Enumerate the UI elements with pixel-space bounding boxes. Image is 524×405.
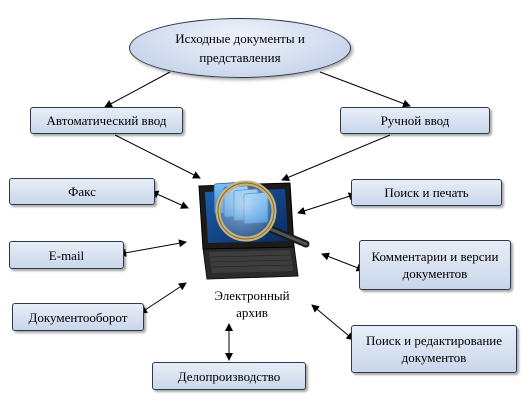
fax-node: Факс	[9, 178, 155, 205]
arrow-source-to-auto	[104, 71, 171, 108]
manual-input-node: Ручной ввод	[340, 107, 490, 134]
records-management-label: Делопроизводство	[177, 368, 281, 384]
search-edit-node: Поиск и редактирование документов	[351, 325, 517, 373]
comments-versions-label: Комментарии и версии документов	[371, 249, 499, 281]
arrow-docflow	[139, 282, 187, 314]
email-label: E-mail	[48, 247, 85, 263]
docflow-node: Документооборот	[12, 303, 144, 331]
electronic-archive-label: Электронный архив	[214, 288, 290, 320]
source-documents-node: Исходные документы и представления	[129, 18, 351, 78]
arrow-fax	[150, 190, 189, 209]
docflow-label: Документооборот	[28, 309, 128, 325]
source-documents-label: Исходные документы и представления	[175, 31, 305, 65]
search-edit-label: Поиск и редактирование документов	[365, 333, 503, 365]
records-management-node: Делопроизводство	[152, 362, 306, 390]
fax-label: Факс	[68, 184, 96, 199]
arrow-search-print	[297, 192, 357, 215]
email-node: E-mail	[9, 241, 124, 269]
search-print-node: Поиск и печать	[351, 179, 502, 206]
auto-input-node: Автоматический ввод	[30, 107, 183, 134]
arrow-comments	[321, 252, 365, 272]
arrow-manual-to-archive	[281, 134, 391, 181]
arrow-search-edit	[311, 304, 355, 341]
arrow-source-to-manual	[319, 71, 411, 108]
magnifier-icon	[215, 180, 310, 248]
manual-input-label: Ручной ввод	[380, 113, 450, 128]
laptop-archive-icon	[198, 180, 310, 280]
arrow-email	[118, 239, 187, 257]
arrow-auto-to-archive	[114, 134, 201, 179]
comments-versions-node: Комментарии и версии документов	[359, 240, 511, 290]
search-print-label: Поиск и печать	[384, 185, 469, 200]
auto-input-label: Автоматический ввод	[46, 113, 167, 128]
